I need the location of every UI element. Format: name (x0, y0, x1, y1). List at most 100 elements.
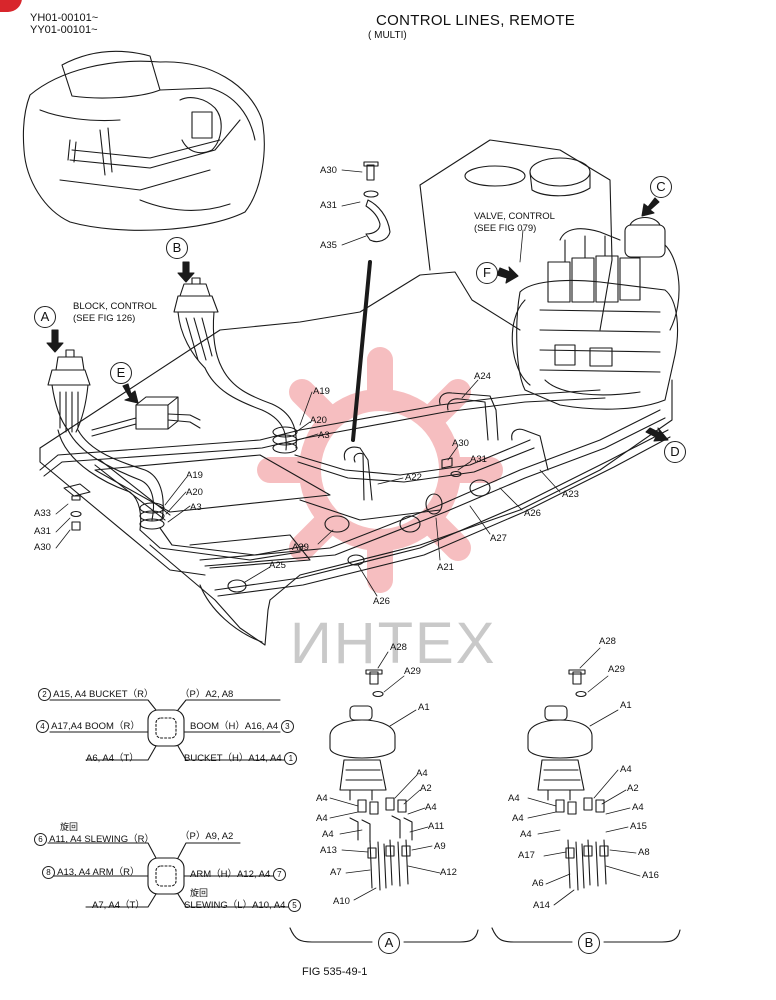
port-label: A15, A4 BUCKET（R） (53, 689, 154, 700)
note-block-control-line2: (SEE FIG 126) (73, 313, 136, 324)
diagram1-port-top-right: （P）A2, A8 (180, 689, 234, 700)
view-marker-f: F (476, 262, 498, 284)
circuit-diagram-bucket-boom (49, 699, 285, 761)
hydraulic-tank (419, 139, 613, 331)
part-label-a19: A19 (313, 386, 330, 397)
part-label-a21: A21 (437, 562, 454, 573)
detail-a-label-a4: A4 (316, 793, 328, 804)
note-valve-control-line1: VALVE, CONTROL (474, 211, 555, 222)
diagram2-port-top-left: 6 A11, A4 SLEWING（R） (34, 831, 154, 846)
port-number-badge: 4 (36, 720, 49, 733)
part-label-a3: A3 (190, 502, 202, 513)
diagram2-kanji-bottom: 旋回 (190, 888, 209, 898)
detail-a-label-a12: A12 (440, 867, 457, 878)
hose-clamps (227, 479, 491, 593)
part-label-a25: A25 (269, 560, 286, 571)
detail-a-label-a29: A29 (404, 666, 421, 677)
port-label: A13, A4 ARM（R） (57, 867, 140, 878)
control-valve-assembly (511, 216, 680, 410)
diagram1-port-mid-left: 4 A17,A4 BOOM（R） (36, 718, 140, 733)
floor-plate (94, 454, 331, 569)
switching-valve-e (91, 396, 201, 437)
figure-number: FIG 535-49-1 (302, 966, 368, 978)
part-label-a3: A3 (318, 430, 330, 441)
serial-range-2: YY01-00101~ (30, 24, 98, 36)
leader-lines (55, 169, 561, 597)
part-label-a39: A39 (292, 542, 309, 553)
part-label-a20: A20 (186, 487, 203, 498)
port-label: A17,A4 BOOM（R） (51, 721, 140, 732)
detail-b-label-a4: A4 (520, 829, 532, 840)
detail-b-leaders (527, 647, 641, 906)
part-label-a27: A27 (490, 533, 507, 544)
port-label: BUCKET（H）A14, A4 (184, 753, 282, 764)
port-label: ARM（H）A12, A4 (190, 869, 271, 880)
detail-a-label-a11: A11 (428, 821, 445, 832)
diagram2-port-top-right: （P）A9, A2 (180, 831, 234, 842)
view-marker-c: C (650, 176, 672, 198)
detail-b-label-a28: A28 (599, 636, 616, 647)
detail-b-label-a1: A1 (620, 700, 632, 711)
detail-a-marker: A (378, 932, 400, 954)
part-label-a35: A35 (320, 240, 337, 251)
detail-b-label-a2: A2 (627, 783, 639, 794)
port-number-badge: 5 (288, 899, 302, 912)
part-label-a33: A33 (34, 508, 51, 519)
port-number-badge: 2 (38, 688, 51, 701)
diagram1-port-mid-right: BOOM（H）A16, A4 3 (190, 718, 294, 733)
machine-inset-view (22, 50, 265, 231)
bracket-a35 (351, 161, 391, 442)
diagram2-port-bottom-right: SLEWING（L）A10, A4 5 (184, 897, 302, 912)
control-block-b (173, 277, 223, 369)
page-title: CONTROL LINES, REMOTE (376, 12, 576, 29)
diagram1-port-top-left: 2 A15, A4 BUCKET（R） (38, 686, 153, 701)
note-valve-control-line2: (SEE FIG 079) (474, 223, 537, 234)
detail-a-label-a9: A9 (434, 841, 446, 852)
circuit-diagram-slewing-arm (47, 842, 291, 908)
detail-b-marker: B (578, 932, 600, 954)
port-number-badge: 8 (42, 866, 55, 879)
diagram1-port-bottom-left: A6, A4（T） (86, 753, 139, 764)
part-label-a30: A30 (34, 542, 51, 553)
part-label-a24: A24 (474, 371, 491, 382)
hose-bundle-left (57, 429, 306, 561)
note-block-control: BLOCK, CONTROL (SEE FIG 126) (73, 301, 157, 325)
view-marker-b: B (166, 237, 188, 259)
detail-b-label-a4: A4 (508, 793, 520, 804)
detail-a-label-a13: A13 (320, 845, 337, 856)
detail-b-label-a17: A17 (518, 850, 535, 861)
detail-a-label-a2: A2 (420, 783, 432, 794)
control-block-a (47, 349, 91, 433)
detail-b-label-a29: A29 (608, 664, 625, 675)
port-number-badge: 1 (284, 752, 298, 765)
part-label-a26: A26 (524, 508, 541, 519)
part-label-a19: A19 (186, 470, 203, 481)
detail-a-label-a10: A10 (333, 896, 350, 907)
detail-a-pilot-valve (289, 669, 479, 943)
view-marker-d: D (664, 441, 686, 463)
port-number-badge: 3 (280, 720, 294, 733)
diagram2-port-mid-left: 8 A13, A4 ARM（R） (42, 864, 140, 879)
detail-a-label-a4: A4 (316, 813, 328, 824)
part-label-a20: A20 (310, 415, 327, 426)
page-subtitle: ( MULTI) (368, 30, 407, 41)
detail-b-label-a4: A4 (632, 802, 644, 813)
detail-a-label-a4: A4 (425, 802, 437, 813)
page-corner-tag: 09 (0, 0, 22, 12)
part-label-a30: A30 (320, 165, 337, 176)
part-label-a30: A30 (452, 438, 469, 449)
part-label-a31: A31 (34, 526, 51, 537)
diagram2-kanji-top: 旋回 (60, 822, 79, 832)
part-label-a26: A26 (373, 596, 390, 607)
part-label-a23: A23 (562, 489, 579, 500)
detail-a-leaders (329, 651, 441, 901)
detail-a-label-a4: A4 (416, 768, 428, 779)
port-number-badge: 6 (34, 833, 47, 846)
port-number-badge: 7 (272, 868, 286, 881)
watermark-text: ИНТЕХ (290, 611, 497, 676)
detail-b-label-a14: A14 (533, 900, 550, 911)
port-label: A11, A4 SLEWING（R） (49, 834, 155, 845)
serial-range-1: YH01-00101~ (30, 12, 99, 24)
note-valve-control: VALVE, CONTROL (SEE FIG 079) (474, 211, 555, 235)
